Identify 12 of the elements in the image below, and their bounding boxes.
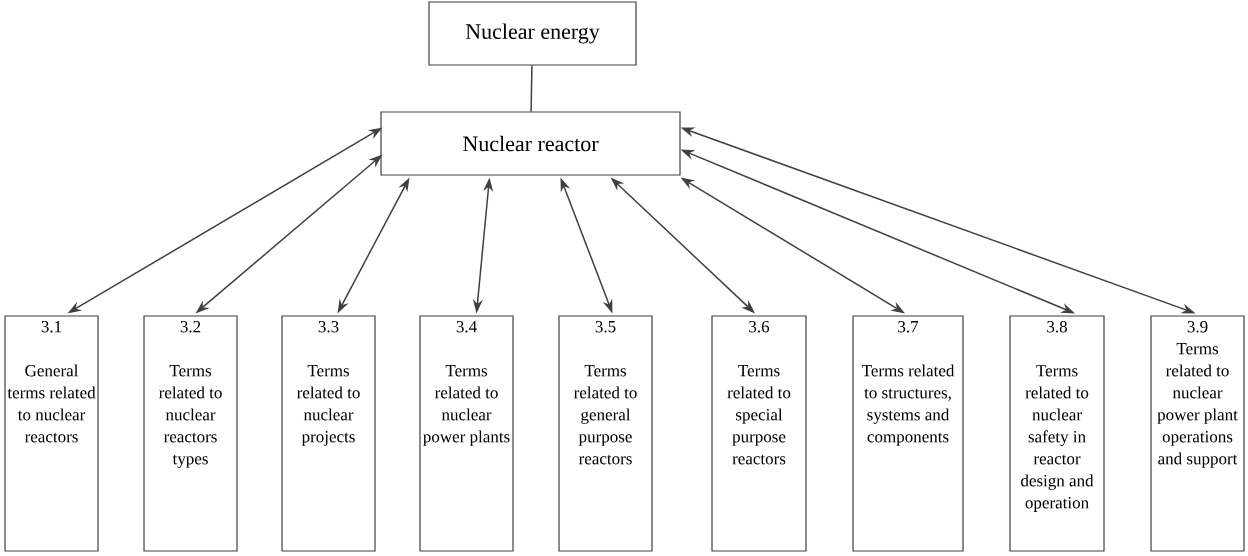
category-box: 3.4 Terms related to nuclear power plants: [419, 315, 514, 552]
category-box: 3.8 Terms related to nuclear safety in reactor design and operation: [1009, 315, 1105, 552]
concept-box: Nuclear reactor: [380, 111, 681, 176]
category-box: 3.2 Terms related to nuclear reactors types: [143, 315, 238, 552]
category-box: 3.7 Terms related to structures, systems and components: [852, 315, 964, 552]
connector-line: [530, 64, 533, 113]
category-box: 3.6 Terms related to special purpose reactors: [711, 315, 807, 552]
category-box: 3.9 Terms related to nuclear power plant operations and support: [1150, 315, 1245, 552]
category-box: 3.1 General terms related to nuclear reactors: [4, 315, 99, 552]
concept-box: Nuclear energy: [428, 1, 637, 66]
category-box: 3.3 Terms related to nuclear projects: [281, 315, 376, 552]
category-box: 3.5 Terms related to general purpose reactors: [558, 315, 653, 552]
